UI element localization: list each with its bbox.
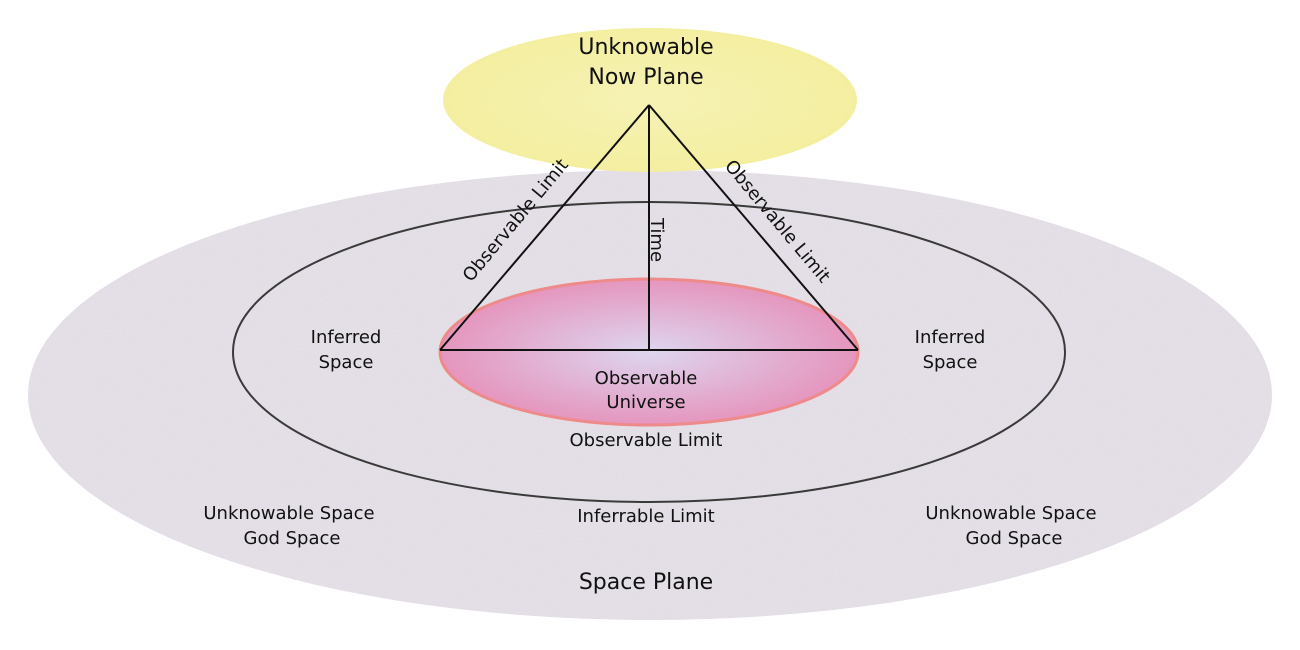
now-plane-label-line1: Unknowable: [578, 35, 713, 60]
unknowable-space-right-line1: Unknowable Space: [925, 503, 1096, 524]
observable-limit-right-edge: [648, 104, 859, 351]
time-axis-label: Time: [646, 217, 667, 262]
now-plane-ellipse: [443, 28, 857, 172]
observable-universe-line1: Observable: [595, 368, 698, 389]
inferred-space-right-line2: Space: [923, 352, 978, 373]
unknowable-space-left-line2: God Space: [244, 528, 341, 549]
now-plane-label-line2: Now Plane: [588, 65, 703, 90]
space-plane-label: Space Plane: [579, 570, 713, 595]
observable-limit-bottom-label: Observable Limit: [570, 430, 723, 451]
observable-limit-left-edge: [439, 104, 650, 351]
unknowable-space-right-line2: God Space: [966, 528, 1063, 549]
unknowable-space-left-line1: Unknowable Space: [203, 503, 374, 524]
inferred-space-right-line1: Inferred: [915, 327, 986, 348]
inferrable-limit-label: Inferrable Limit: [577, 506, 715, 527]
inferred-space-left-line1: Inferred: [311, 327, 382, 348]
inferred-space-left-line2: Space: [319, 352, 374, 373]
observable-universe-line2: Universe: [606, 392, 685, 413]
